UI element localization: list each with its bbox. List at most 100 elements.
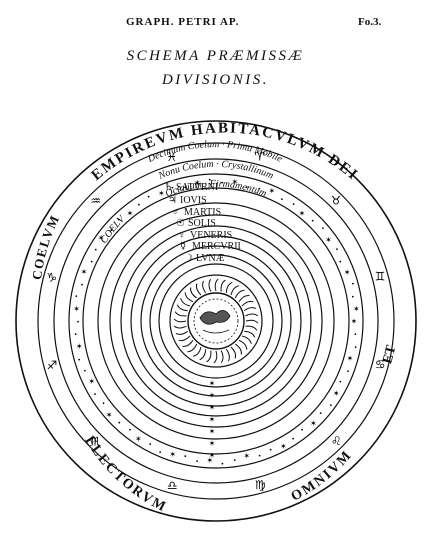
moon-symbol: ☽: [184, 253, 193, 264]
mercury-symbol: ☿: [180, 241, 186, 252]
star-icon: •: [321, 226, 325, 233]
star-icon: ✶: [98, 234, 105, 243]
star-icon: ✶: [347, 354, 354, 363]
star-icon: ✶: [169, 450, 176, 459]
firmament-ring: [82, 187, 350, 455]
star-icon: •: [280, 197, 284, 204]
star-icon: ✶: [209, 403, 216, 412]
zodiac-sign-12: ♓: [166, 150, 177, 164]
mercury-ring: [149, 254, 283, 388]
jupiter-ring: [109, 214, 323, 428]
star-icon: •: [77, 357, 81, 364]
star-icon: ✶: [299, 209, 306, 218]
venus-symbol: ♀: [178, 230, 186, 241]
page-header: GRAPH. PETRI AP. Fo.3.: [0, 16, 431, 36]
zodiac-sign-5: ♌: [331, 434, 342, 448]
mercury-label: MERCVRII: [192, 241, 241, 252]
star-icon: •: [351, 281, 355, 288]
star-icon: ✶: [88, 377, 95, 386]
star-icon: •: [184, 454, 188, 461]
star-icon: •: [75, 294, 79, 301]
star-icon: •: [351, 294, 355, 301]
zodiac-sign-1: ♈: [254, 150, 265, 164]
star-icon: •: [339, 379, 343, 386]
zodiac-sign-9: ♐: [47, 358, 58, 372]
star-icon: ✶: [268, 186, 275, 195]
star-icon: ✶: [333, 389, 340, 398]
title-line-1: SCHEMA PRÆMISSÆ: [126, 48, 305, 64]
star-icon: •: [208, 177, 212, 184]
running-head: GRAPH. PETRI AP.: [126, 16, 240, 28]
star-icon: ✶: [243, 452, 250, 461]
sphere-rings: [15, 120, 417, 522]
star-icon: ✶: [194, 178, 201, 187]
sun-ring: [130, 235, 302, 407]
sun-symbol: ☉: [176, 218, 185, 229]
star-icon: •: [184, 185, 188, 192]
star-icon: ✶: [351, 317, 358, 326]
star-icon: ✶: [209, 427, 216, 436]
star-icon: •: [300, 427, 304, 434]
star-icon: •: [346, 369, 350, 376]
star-icon: ✶: [76, 342, 83, 351]
star-icon: ✶: [209, 391, 216, 400]
moon-label: LVNÆ: [196, 253, 225, 264]
star-icon: ✶: [106, 410, 113, 419]
star-icon: ✶: [158, 189, 165, 198]
saturn-symbol: ♄: [164, 182, 173, 193]
et-label: ET: [380, 343, 399, 365]
mars-ring: [120, 225, 312, 417]
zodiac-sign-3: ♊: [375, 270, 386, 284]
star-icon: •: [128, 427, 132, 434]
star-icon: •: [80, 282, 84, 289]
zodiac-sign-4: ♋: [375, 358, 386, 372]
star-icon: •: [292, 201, 296, 208]
folio: Fo.3.: [358, 16, 382, 28]
star-icon: •: [83, 368, 87, 375]
star-icon: ✶: [206, 456, 213, 465]
zodiac-sign-11: ♒: [90, 194, 101, 208]
star-icon: •: [291, 436, 295, 443]
star-icon: ✶: [232, 177, 239, 186]
planet-labels: ♄ SATVRNI ♃ IOVIS ♂ MARTIS ☉ SOLIS ♀ VEN…: [164, 182, 241, 264]
primum-mobile-ring: [53, 158, 379, 484]
zodiac-sign-6: ♍: [255, 478, 266, 492]
zodiac-sign-2: ♉: [331, 194, 342, 208]
star-icon: ✶: [209, 415, 216, 424]
saturn-ring: [97, 202, 335, 440]
star-icon: •: [148, 441, 152, 448]
star-icon: ✶: [73, 305, 80, 314]
star-icon: •: [319, 411, 323, 418]
diagram-title: SCHEMA PRÆMISSÆ DIVISIONIS.: [0, 44, 431, 92]
star-icon: •: [245, 185, 249, 192]
zodiac-sign-10: ♑: [46, 270, 57, 284]
star-icon: •: [117, 217, 121, 224]
star-icon: •: [269, 447, 273, 454]
crystallinum-ring: [68, 173, 364, 469]
sun-label: SOLIS: [188, 218, 216, 229]
star-icon: ✶: [209, 379, 216, 388]
jupiter-label: IOVIS: [180, 195, 207, 206]
star-icon: •: [118, 420, 122, 427]
star-icon: •: [335, 247, 339, 254]
star-icon: •: [94, 247, 98, 254]
firmament-stars: ✶••✶••✶••✶••✶••✶••✶••✶••✶••✶••✶••✶••✶••✶…: [73, 177, 360, 468]
star-icon: •: [171, 185, 175, 192]
star-icon: •: [339, 259, 343, 266]
star-icon: •: [311, 218, 315, 225]
star-icon: •: [110, 228, 114, 235]
star-icon: ✶: [353, 304, 360, 313]
zodiac-sign-7: ♎: [167, 478, 178, 492]
star-icon: •: [74, 332, 78, 339]
star-icon: ✶: [81, 268, 88, 277]
star-icon: •: [220, 180, 224, 187]
star-icon: ✶: [310, 419, 317, 428]
omnium-label: OMNIVM: [289, 447, 356, 504]
moon-ring: [158, 263, 274, 379]
star-icon: ✶: [135, 435, 142, 444]
star-icon: •: [354, 332, 358, 339]
mars-label: MARTIS: [184, 207, 221, 218]
star-icon: •: [329, 403, 333, 410]
star-icon: •: [158, 450, 162, 457]
